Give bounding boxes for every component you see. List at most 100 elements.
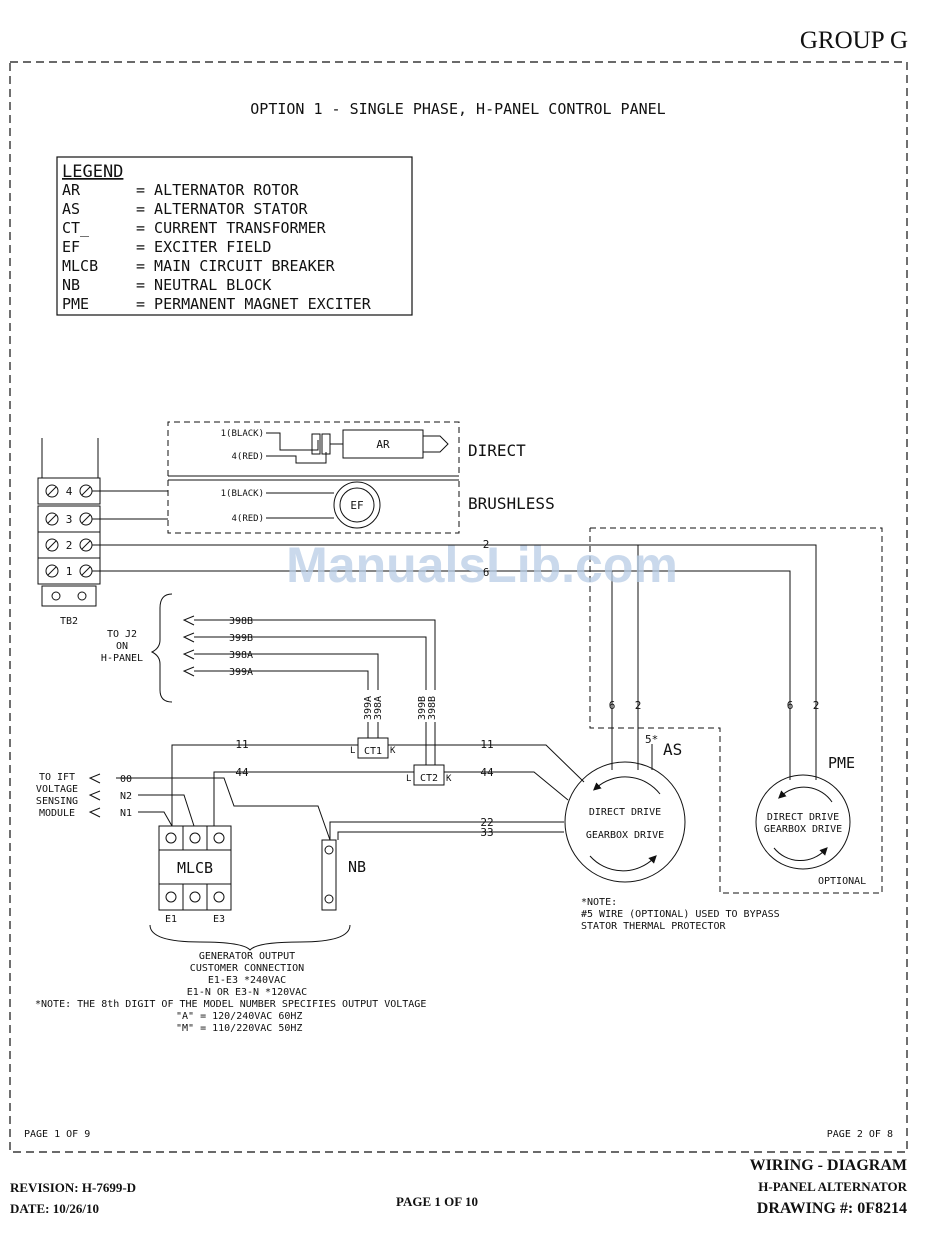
drawing-border <box>9 61 908 1153</box>
terminal-block-tb2: 4 3 2 1 TB2 <box>37 438 168 627</box>
as-drive-label: DIRECT DRIVE <box>589 807 661 818</box>
legend-desc: = PERMANENT MAGNET EXCITER <box>136 295 372 313</box>
wire-label: 6 <box>483 566 490 579</box>
pme-drive-label: DIRECT DRIVE <box>767 812 839 823</box>
ift-label: SENSING <box>36 796 78 807</box>
ift-connection: TO IFT VOLTAGE SENSING MODULE 00 N2 N1 <box>36 772 195 827</box>
wire-label: 11 <box>480 738 493 751</box>
ct-polarity: K <box>390 746 396 756</box>
footer-subtitle: H-PANEL ALTERNATOR <box>758 1179 907 1194</box>
wire-label: 4(RED) <box>231 452 264 462</box>
output-note: GENERATOR OUTPUT <box>199 951 295 962</box>
legend-desc: = CURRENT TRANSFORMER <box>136 219 327 237</box>
exciter-field-inner <box>339 487 375 523</box>
alternator-stator: DIRECT DRIVE GEARBOX DRIVE 5* AS <box>564 733 686 883</box>
exciter-field <box>333 481 381 529</box>
pme-drive-label: GEARBOX DRIVE <box>764 824 842 835</box>
legend-desc: = NEUTRAL BLOCK <box>136 276 271 294</box>
drawing-number: DRAWING #: 0F8214 <box>757 1200 907 1217</box>
pme-label: PME <box>828 754 855 772</box>
as-label: AS <box>663 740 682 759</box>
legend-desc: = ALTERNATOR ROTOR <box>136 181 300 199</box>
wire-label: 4(RED) <box>231 514 264 524</box>
legend-abbr: CT_ <box>62 219 90 237</box>
permanent-magnet-exciter: DIRECT DRIVE GEARBOX DRIVE PME <box>755 754 855 870</box>
wire-label: 2 <box>483 538 490 551</box>
wire-label: 399A <box>363 696 374 720</box>
wire-label: 1(BLACK) <box>221 489 264 499</box>
optional-label: OPTIONAL <box>818 876 866 887</box>
terminal-number: 4 <box>66 485 73 498</box>
nb-label: NB <box>348 858 366 876</box>
tb2-label: TB2 <box>60 616 78 627</box>
wire-label: 44 <box>480 766 494 779</box>
terminal-number: 3 <box>66 513 73 526</box>
wire-label: 6 <box>787 699 794 712</box>
legend: LEGEND AR = ALTERNATOR ROTOR AS = ALTERN… <box>56 156 413 316</box>
ct1 <box>357 737 389 759</box>
legend-box <box>56 156 413 316</box>
ct2 <box>413 764 445 786</box>
wire-label: 2 <box>635 699 642 712</box>
j2-connection: TO J2 ON H-PANEL 398B 399B 398A 399A 399… <box>101 593 438 765</box>
voltage-note: "A" = 120/240VAC 60HZ <box>176 1011 302 1022</box>
wire-label: 2 <box>813 699 820 712</box>
wire-label: 1(BLACK) <box>221 429 264 439</box>
slip-ring <box>321 433 331 455</box>
note-line: STATOR THERMAL PROTECTOR <box>581 921 726 932</box>
terminal-number: 2 <box>66 539 73 552</box>
current-transformers: CT1 L K CT2 L K <box>350 737 452 786</box>
ct-polarity: L <box>406 774 411 784</box>
wire-label: 398A <box>373 696 384 720</box>
direct-label: DIRECT <box>468 441 526 460</box>
output-note: E1-N OR E3-N *120VAC <box>187 987 307 998</box>
slip-ring <box>311 433 321 455</box>
diagram-title: OPTION 1 - SINGLE PHASE, H-PANEL CONTROL… <box>250 100 665 118</box>
direct-box <box>167 421 460 476</box>
output-note: CUSTOMER CONNECTION <box>190 963 304 974</box>
wire-label: 398B <box>427 696 438 720</box>
rotor-options: DIRECT BRUSHLESS AR 1(BLACK) 4(RED) EF 1… <box>167 421 555 534</box>
optional-box <box>589 527 883 894</box>
j2-label: TO J2 <box>107 629 137 640</box>
ift-label: VOLTAGE <box>36 784 78 795</box>
wire-label: N1 <box>120 808 132 819</box>
ift-label: MODULE <box>39 808 75 819</box>
footer-title: WIRING - DIAGRAM <box>750 1157 907 1174</box>
page-number: PAGE 1 OF 10 <box>396 1194 478 1209</box>
revision: REVISION: H-7699-D <box>10 1180 136 1195</box>
wire-label: 398A <box>229 650 253 661</box>
ct-polarity: K <box>446 774 452 784</box>
output-brace <box>149 924 351 951</box>
terminal-label: E3 <box>213 914 225 925</box>
brushless-label: BRUSHLESS <box>468 494 555 513</box>
wire-label: 399B <box>229 633 253 644</box>
ct2-label: CT2 <box>420 773 438 784</box>
note-line: *NOTE: <box>581 897 617 908</box>
neutral-block: NB <box>321 839 366 911</box>
output-note: E1-E3 *240VAC <box>208 975 286 986</box>
wire-label: 6 <box>609 699 616 712</box>
wire-label: 33 <box>480 826 493 839</box>
brushless-box <box>167 480 460 534</box>
mlcb-label: MLCB <box>177 859 213 877</box>
ct1-label: CT1 <box>364 746 382 757</box>
terminal-number: 1 <box>66 565 73 578</box>
date: DATE: 10/26/10 <box>10 1201 99 1216</box>
legend-abbr: MLCB <box>62 257 98 275</box>
wire-label: 5* <box>645 733 658 746</box>
watermark: ManualsLib.com <box>286 537 678 593</box>
ift-label: TO IFT <box>39 772 75 783</box>
legend-desc: = ALTERNATOR STATOR <box>136 200 309 218</box>
wire-label: 44 <box>235 766 249 779</box>
tb2-base <box>41 585 97 607</box>
legend-desc: = EXCITER FIELD <box>136 238 271 256</box>
main-circuit-breaker: MLCB E1 E3 <box>158 825 232 925</box>
legend-abbr: PME <box>62 295 89 313</box>
group-label: GROUP G <box>800 27 908 54</box>
legend-abbr: NB <box>62 276 80 294</box>
note-line: #5 WIRE (OPTIONAL) USED TO BYPASS <box>581 909 780 920</box>
page-right: PAGE 2 OF 8 <box>827 1129 893 1140</box>
